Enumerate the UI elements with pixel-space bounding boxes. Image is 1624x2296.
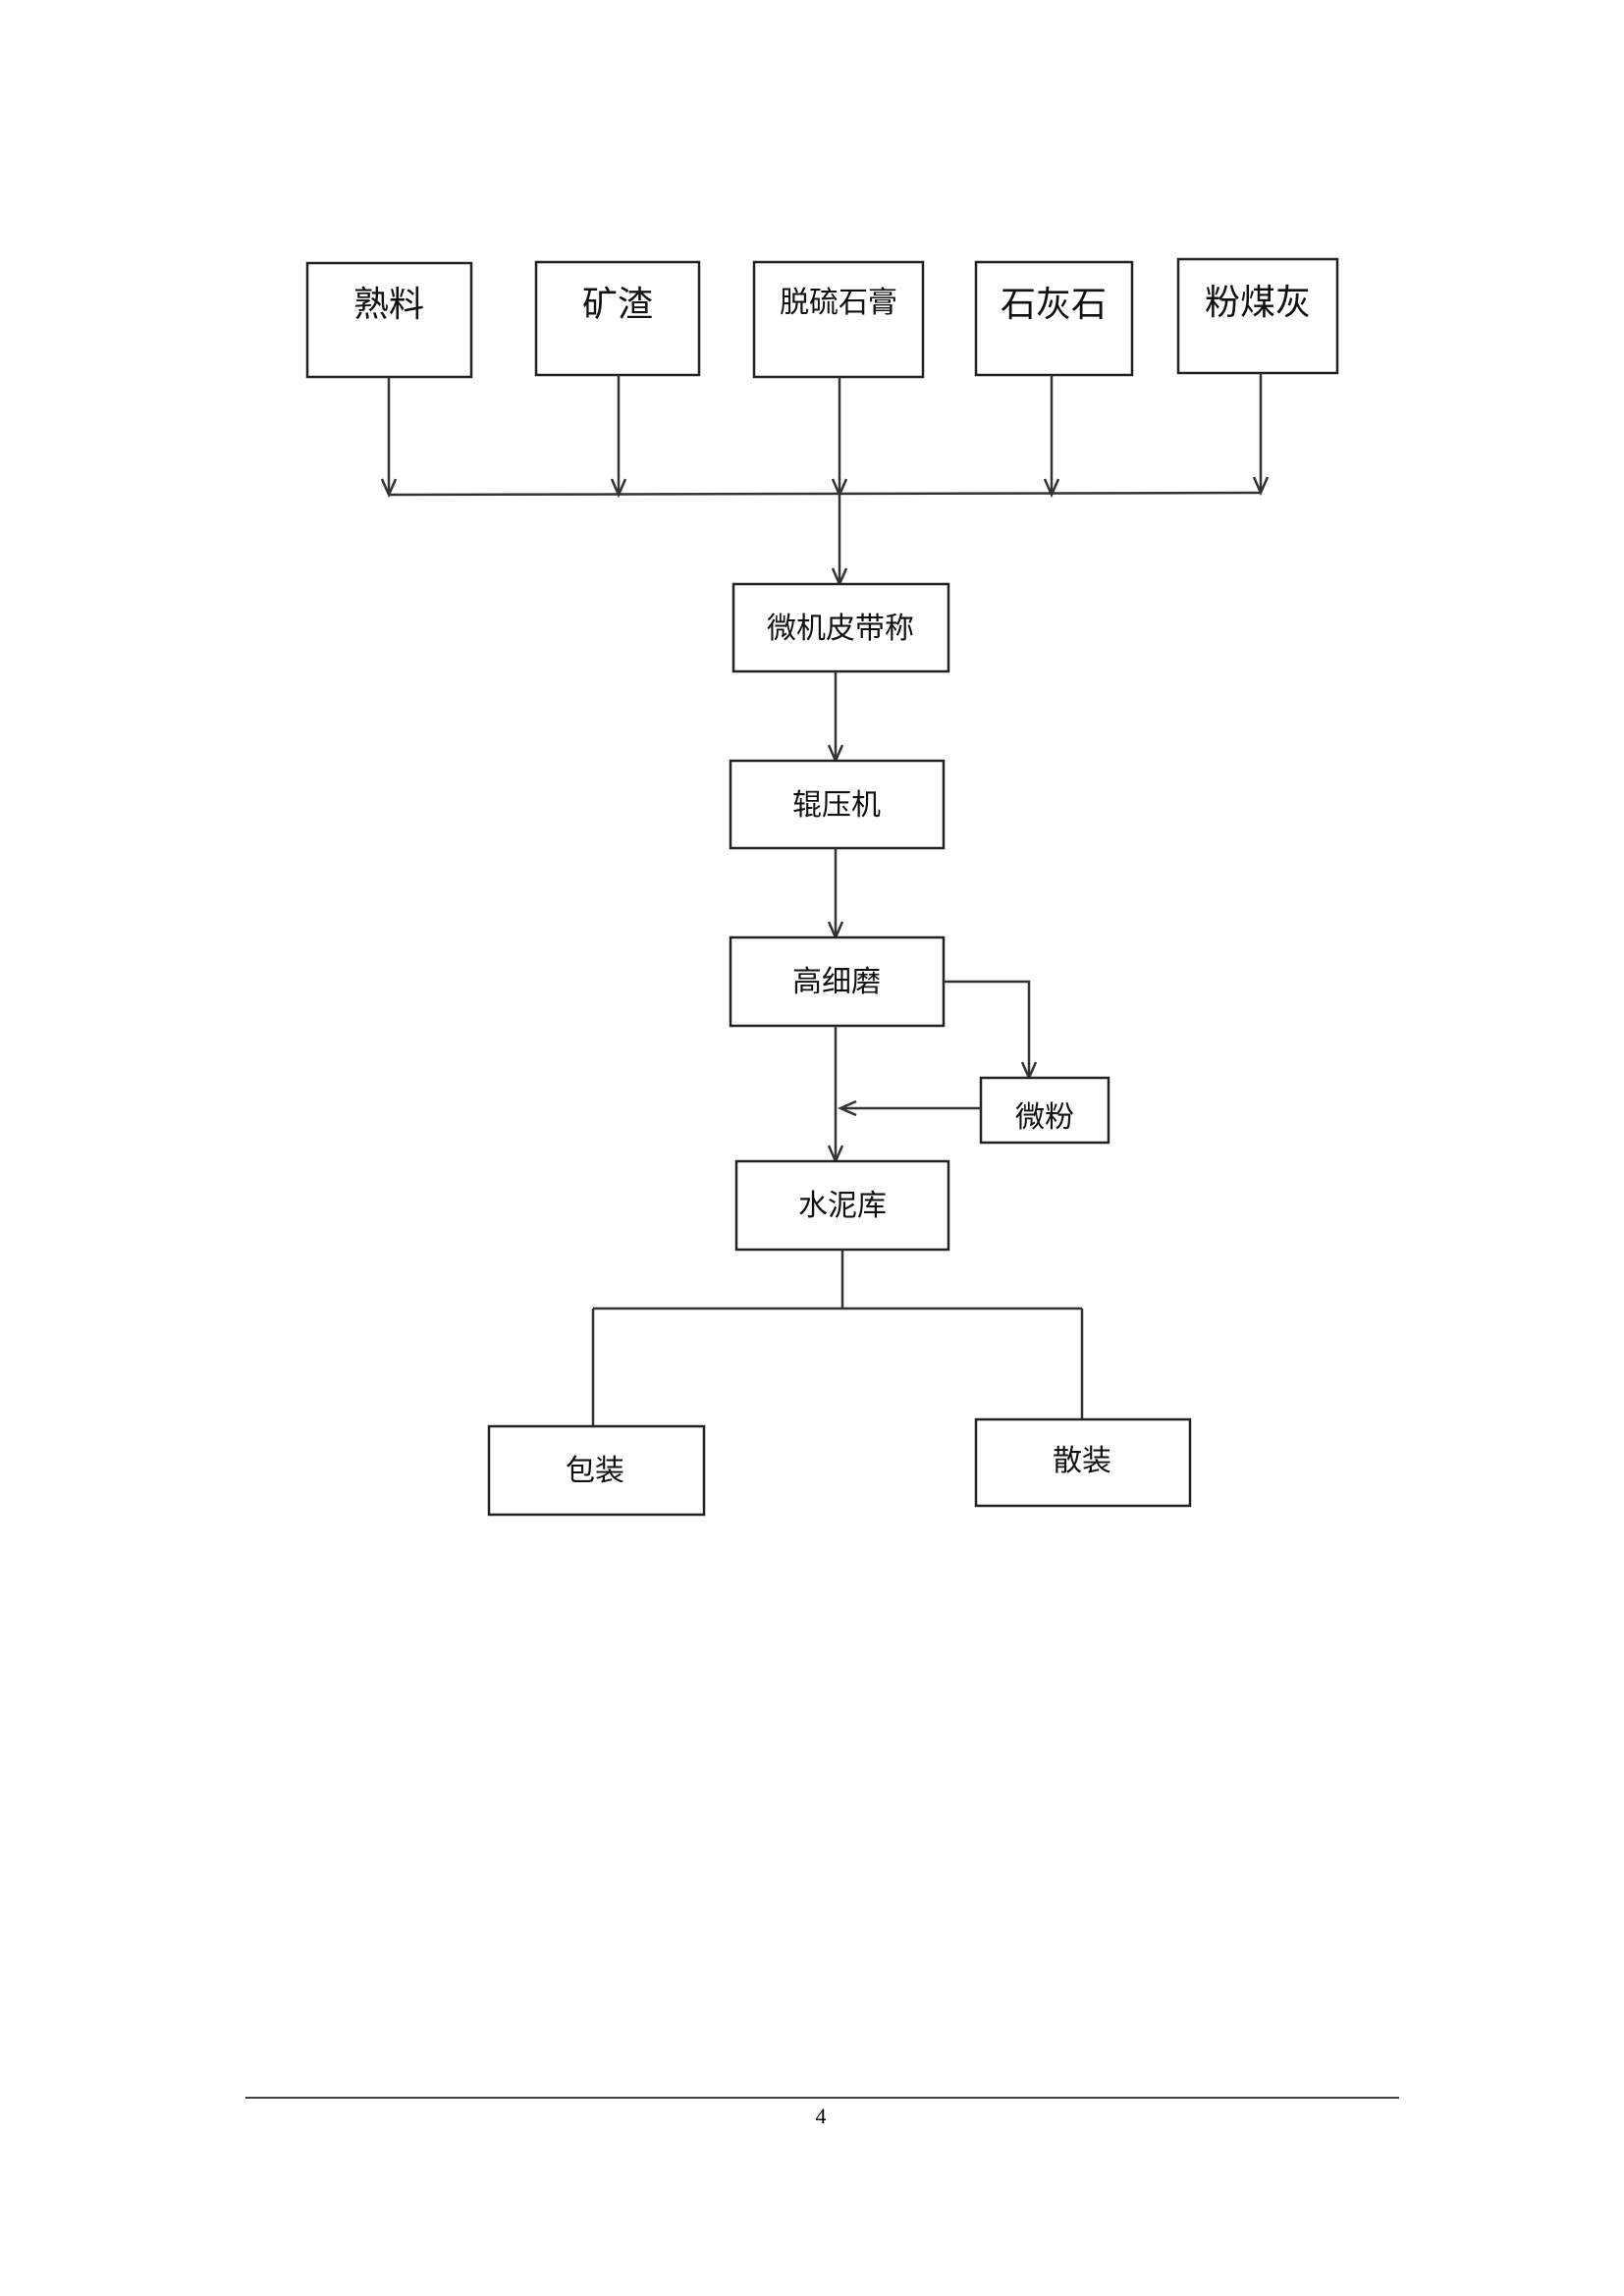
node-label: 石灰石 bbox=[1001, 285, 1107, 325]
branch-lines bbox=[591, 1250, 1084, 1426]
arrow bbox=[827, 848, 844, 941]
node-label: 微粉 bbox=[1015, 1100, 1074, 1135]
node-bagged: 包装 bbox=[487, 1424, 706, 1517]
node-label: 辊压机 bbox=[792, 788, 881, 823]
arrow-micro-powder-return bbox=[837, 1099, 981, 1117]
node-label: 包装 bbox=[566, 1454, 624, 1488]
node-fine-mill: 高细磨 bbox=[729, 935, 946, 1028]
node-label: 散装 bbox=[1053, 1444, 1111, 1478]
node-desulfurization-gypsum: 脱硫石膏 bbox=[752, 260, 925, 379]
node-bulk: 散装 bbox=[974, 1417, 1192, 1508]
node-fly-ash: 粉煤灰 bbox=[1176, 257, 1339, 375]
arrow bbox=[827, 671, 844, 765]
node-cement-silo: 水泥库 bbox=[734, 1159, 950, 1252]
page-number: 4 bbox=[816, 2104, 827, 2128]
node-label: 矿渣 bbox=[582, 285, 653, 325]
node-belt-scale: 微机皮带称 bbox=[731, 582, 950, 673]
arrow bbox=[827, 1026, 844, 1165]
node-label: 高细磨 bbox=[792, 965, 881, 999]
node-label: 熟料 bbox=[353, 285, 424, 325]
node-micro-powder: 微粉 bbox=[979, 1076, 1110, 1145]
collector-arrows bbox=[380, 373, 1270, 588]
node-slag: 矿渣 bbox=[534, 260, 701, 377]
node-label: 脱硫石膏 bbox=[780, 286, 897, 320]
node-limestone: 石灰石 bbox=[974, 260, 1134, 377]
node-roller-press: 辊压机 bbox=[729, 759, 946, 850]
node-label: 水泥库 bbox=[798, 1189, 887, 1223]
node-clinker: 熟料 bbox=[305, 261, 473, 379]
node-label: 粉煤灰 bbox=[1205, 283, 1311, 323]
node-label: 微机皮带称 bbox=[767, 612, 914, 646]
collector-line bbox=[388, 491, 1262, 497]
arrow-to-micro-powder bbox=[944, 980, 1038, 1082]
